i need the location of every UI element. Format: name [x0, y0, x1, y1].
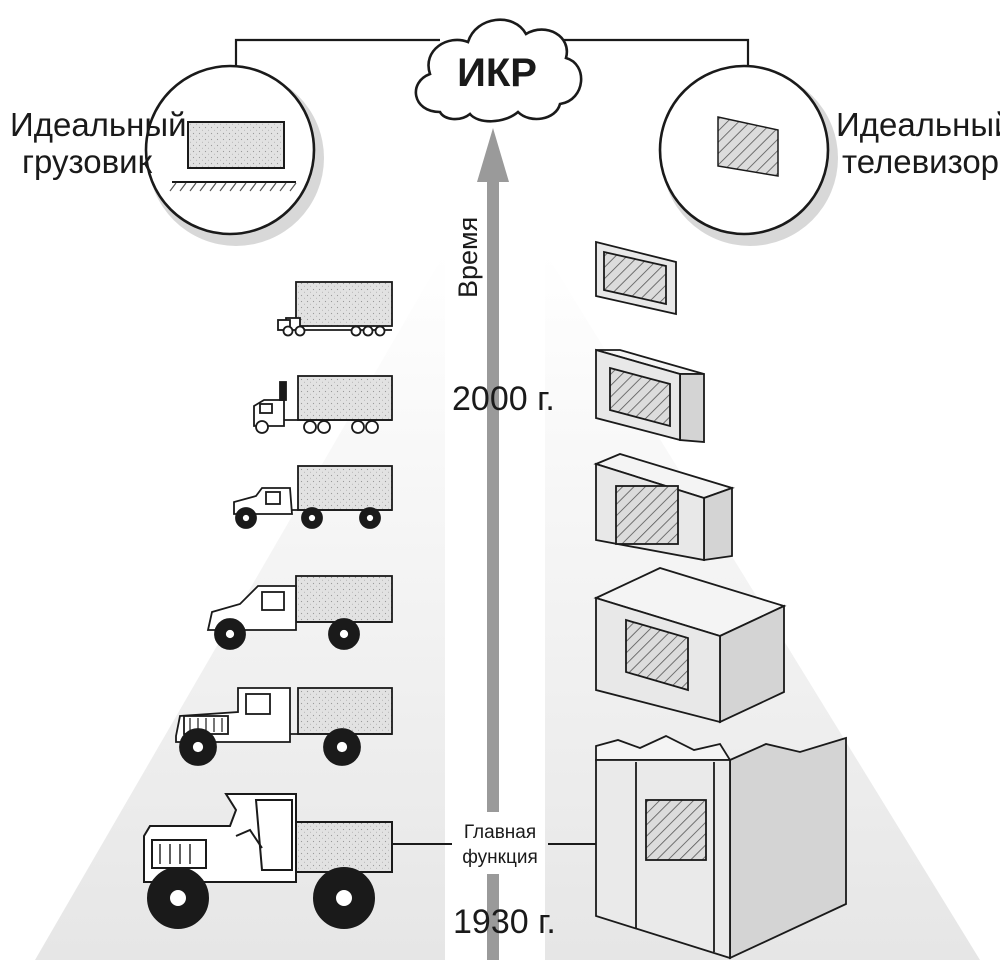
truck-stage-3-icon: [233, 465, 393, 529]
ideal-truck-label-line1: Идеальный: [10, 106, 187, 143]
truck-stage-1-icon: [277, 281, 393, 337]
tv-stage-4-icon: [593, 567, 787, 724]
ideal-tv-circle: [658, 64, 838, 246]
year-1930-label: 1930 г.: [453, 903, 556, 941]
truck-stage-5-icon: [175, 687, 393, 766]
ideal-truck-label-line2: грузовик: [22, 143, 153, 180]
tv-stage-1-icon: [595, 240, 677, 316]
goal-label: ИКР: [457, 51, 537, 95]
tv-stage-3-icon: [593, 453, 735, 562]
truck-stage-4-icon: [206, 575, 393, 650]
year-2000-label: 2000 г.: [452, 380, 555, 418]
truck-stage-6-icon: [143, 793, 393, 929]
main-function-label-line2: функция: [462, 847, 538, 868]
tv-stage-5-icon: [595, 735, 847, 960]
tv-stage-2-icon: [595, 348, 705, 443]
time-axis-label: Время: [453, 217, 483, 298]
main-function-label-line1: Главная: [464, 822, 536, 843]
ideal-tv-label-line1: Идеальный: [836, 106, 1000, 143]
ideal-truck-circle: [144, 64, 324, 246]
time-arrow: [477, 128, 509, 960]
main-function-label-bg: [455, 812, 545, 874]
truck-stage-2-icon: [253, 375, 393, 434]
ideal-tv-label-line2: телевизор: [842, 143, 999, 180]
goal-cloud: ИКР: [414, 18, 583, 123]
goal-connectors: [234, 38, 750, 72]
